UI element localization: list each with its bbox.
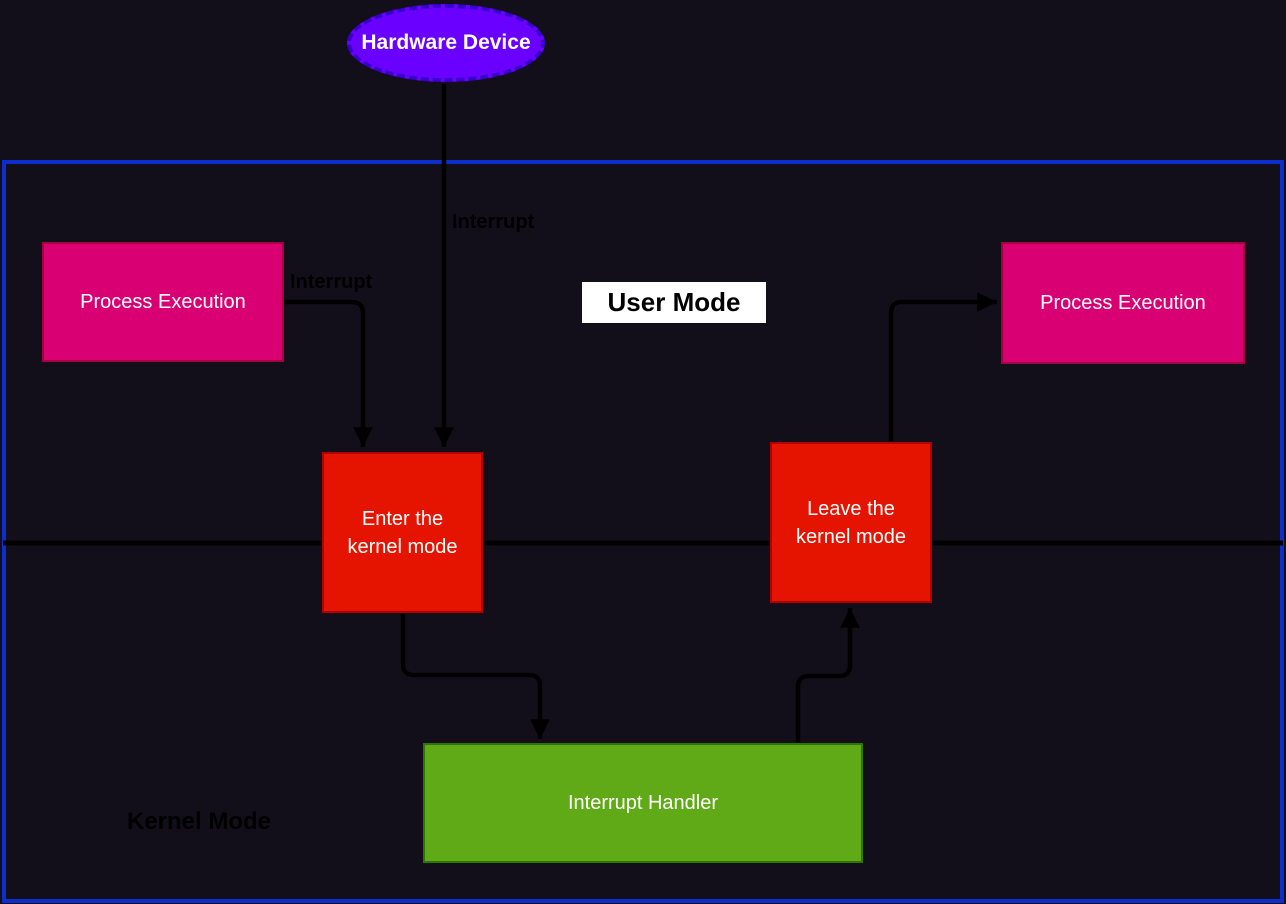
node-leave-kernel-mode-label: Leave the kernel mode — [795, 497, 907, 548]
node-process-execution-left: Process Execution — [42, 242, 284, 362]
node-process-execution-right: Process Execution — [1001, 242, 1245, 364]
node-hardware-device-label: Hardware Device — [361, 31, 531, 55]
node-enter-kernel-mode: Enter the kernel mode — [322, 452, 483, 613]
node-interrupt-handler-label: Interrupt Handler — [567, 792, 719, 814]
node-process-execution-right-label: Process Execution — [1040, 292, 1206, 314]
node-leave-kernel-mode: Leave the kernel mode — [770, 442, 932, 603]
node-enter-kernel-mode-label: Enter the kernel mode — [347, 507, 458, 558]
mode-boundary-rect — [2, 160, 1284, 903]
kernel-mode-label: Kernel Mode — [127, 808, 272, 835]
node-interrupt-handler: Interrupt Handler — [423, 743, 863, 863]
user-mode-label: User Mode — [582, 282, 766, 323]
node-process-execution-left-label: Process Execution — [80, 291, 246, 313]
node-hardware-device: Hardware Device — [347, 4, 545, 82]
interrupt-label-from-hardware: Interrupt — [452, 211, 535, 233]
interrupt-label-from-process: Interrupt — [290, 271, 373, 293]
